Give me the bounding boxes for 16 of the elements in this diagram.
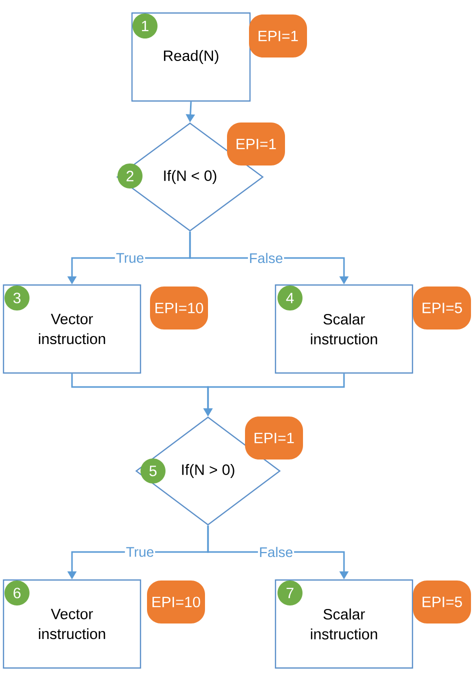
epi-badge: EPI=10 [150,286,208,330]
edge-label: True [124,546,156,558]
step-number: 5 [140,458,166,484]
epi-badge: EPI=5 [413,286,471,330]
step-number: 7 [278,580,302,606]
step-number: 4 [278,286,302,310]
step-number: 1 [132,14,158,38]
epi-badge: EPI=5 [413,580,471,624]
step-number: 2 [118,164,142,188]
step-number: 6 [4,580,30,606]
epi-badge: EPI=1 [249,14,307,58]
epi-badge: EPI=10 [147,580,205,624]
epi-badge: EPI=1 [245,416,303,460]
epi-badge: EPI=1 [227,122,285,166]
edge-label: True [114,252,146,264]
step-number: 3 [4,286,30,310]
